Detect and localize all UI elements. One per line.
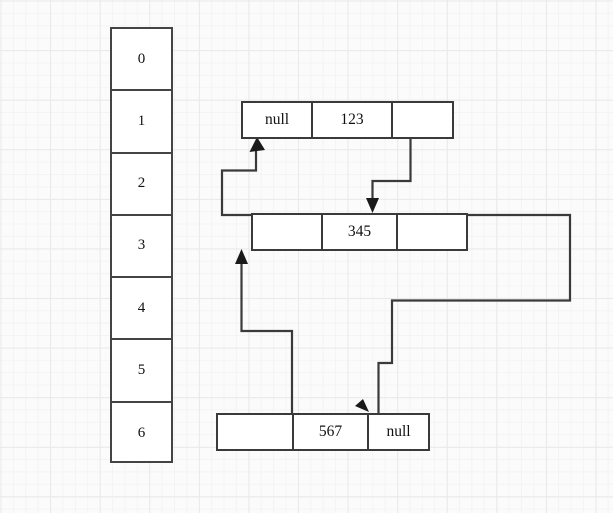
wire-node1-next-to-node2 — [371, 139, 412, 203]
arrowhead-into-node3-top — [355, 399, 369, 412]
index-array: 0 1 2 3 4 5 6 — [110, 27, 173, 463]
list-node-2[interactable]: 345 — [251, 213, 468, 251]
array-cell-label: 3 — [137, 237, 146, 254]
wire-node3-prev-to-node2 — [240, 258, 294, 413]
node3-next-cell[interactable]: null — [369, 415, 428, 449]
node2-next-cell[interactable] — [398, 215, 466, 249]
array-cell-label: 1 — [137, 112, 146, 129]
array-cell-label: 2 — [137, 175, 146, 192]
node3-value-cell[interactable]: 567 — [294, 415, 369, 449]
node1-value-cell[interactable]: 123 — [313, 103, 393, 137]
arrowhead-into-node2-bottom — [235, 249, 248, 264]
list-node-3[interactable]: 567 null — [216, 413, 430, 451]
node2-value-cell[interactable]: 345 — [323, 215, 398, 249]
node1-value-label: 123 — [340, 111, 364, 128]
array-cell-1[interactable]: 1 — [112, 91, 171, 154]
node3-next-label: null — [386, 423, 411, 440]
node1-prev-cell[interactable]: null — [243, 103, 313, 137]
array-cell-label: 6 — [137, 425, 146, 442]
list-node-1[interactable]: null 123 — [241, 101, 454, 139]
array-cell-label: 4 — [137, 299, 146, 316]
arrowhead-into-node2-top — [366, 198, 379, 213]
array-cell-label: 5 — [137, 362, 146, 379]
node2-prev-cell[interactable] — [253, 215, 323, 249]
array-cell-label: 0 — [137, 50, 146, 67]
node1-next-cell[interactable] — [393, 103, 452, 137]
array-cell-2[interactable]: 2 — [112, 154, 171, 216]
array-cell-6[interactable]: 6 — [112, 403, 171, 465]
node2-value-label: 345 — [347, 223, 372, 240]
array-cell-0[interactable]: 0 — [112, 29, 171, 92]
node1-prev-label: null — [264, 111, 290, 128]
node3-prev-cell[interactable] — [218, 415, 294, 449]
wire-node2-prev-to-node1 — [220, 146, 258, 217]
node3-value-label: 567 — [318, 423, 343, 440]
array-cell-3[interactable]: 3 — [112, 216, 171, 279]
array-cell-5[interactable]: 5 — [112, 340, 171, 403]
arrowhead-into-node1-bottom — [249, 137, 265, 152]
array-cell-4[interactable]: 4 — [112, 278, 171, 341]
